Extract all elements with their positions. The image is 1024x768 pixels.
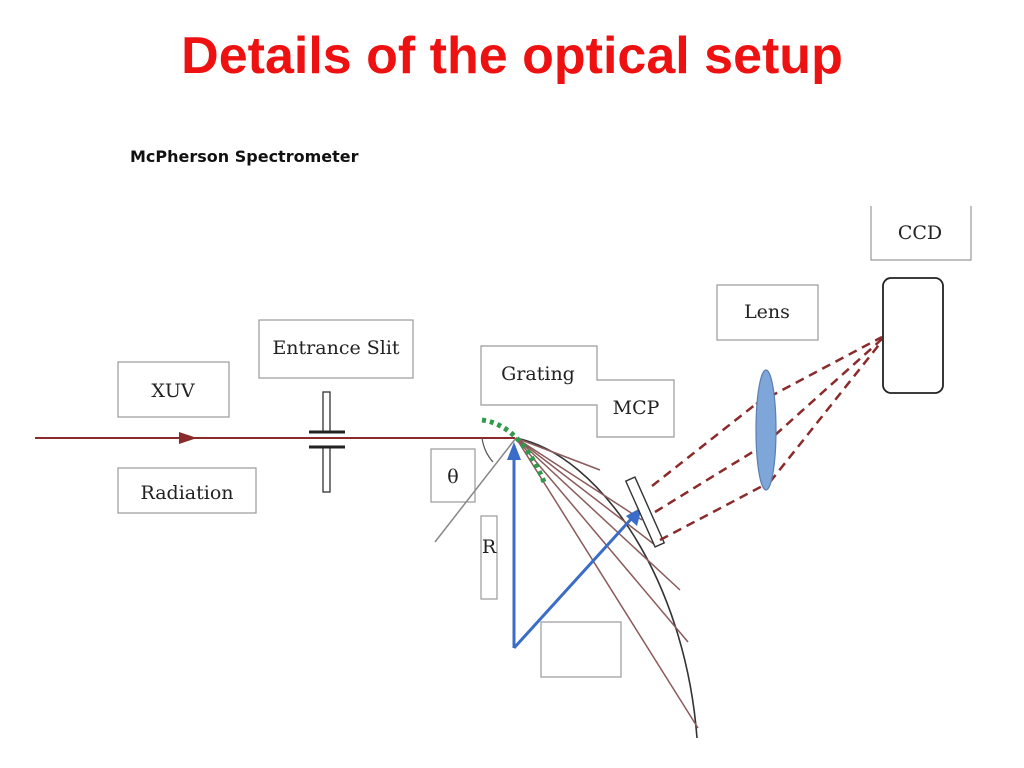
xuv-label-box: XUV xyxy=(117,361,230,418)
beam-direction-arrow xyxy=(179,432,197,444)
entrance-slit-label: Entrance Slit xyxy=(272,337,399,359)
mcp-label: MCP xyxy=(613,397,660,419)
theta-label-box: θ xyxy=(430,448,476,503)
entrance-slit-label-box: Entrance Slit xyxy=(258,319,414,379)
entrance-slit xyxy=(309,391,345,493)
radius-label: R xyxy=(482,536,497,558)
empty-label-box xyxy=(540,621,622,678)
lens xyxy=(755,369,777,491)
theta-angle-arc xyxy=(481,437,494,463)
ccd-label: CCD xyxy=(898,222,942,244)
ccd-label-box: CCD xyxy=(870,206,972,261)
theta-label: θ xyxy=(447,466,458,488)
grating-normal-line xyxy=(434,437,517,543)
radiation-label-box: Radiation xyxy=(117,467,257,514)
grating-label: Grating xyxy=(501,363,575,385)
radius-label-box: R xyxy=(480,515,498,600)
rowland-circle-arc xyxy=(515,437,698,739)
lens-label: Lens xyxy=(744,301,790,323)
imaging-rays xyxy=(651,335,883,542)
lens-label-box: Lens xyxy=(716,284,819,341)
subtitle: McPherson Spectrometer xyxy=(130,147,359,166)
mcp-detector xyxy=(624,476,666,548)
ccd-detector xyxy=(882,277,944,394)
dispersed-rays xyxy=(515,437,699,729)
radiation-label: Radiation xyxy=(140,482,233,504)
radius-arrows xyxy=(507,442,642,650)
xuv-label: XUV xyxy=(151,380,195,402)
grating-mcp-label-box: Grating MCP xyxy=(480,345,675,438)
page-title: Details of the optical setup xyxy=(181,27,843,85)
